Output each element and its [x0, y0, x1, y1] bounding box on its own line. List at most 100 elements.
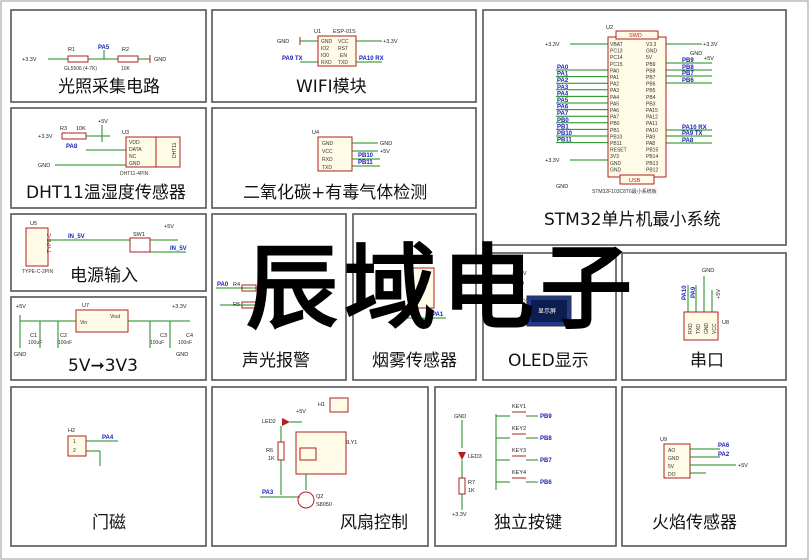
- stm32-vcc-label: +3.3V: [545, 42, 560, 48]
- stm32-left-net: PB1: [557, 124, 569, 130]
- key-label: KEY3: [512, 448, 526, 454]
- key-label: KEY2: [512, 426, 526, 432]
- stm32-left-net: PA1: [557, 72, 569, 78]
- stm32-left-pin: PC13: [610, 49, 623, 55]
- fan-pa3-net: PA3: [262, 490, 274, 496]
- power-u5-label: U5: [30, 221, 37, 227]
- uart-pa10-net: PA10: [682, 285, 688, 300]
- stm32-left-pin: 3V3: [610, 154, 619, 160]
- ldo-gnd-label: GND: [14, 352, 26, 358]
- stm32-right-pin: PA15: [646, 108, 658, 114]
- panel-co2-title: 二氧化碳+有毒气体检测: [243, 183, 427, 203]
- ldo-c2-label: C2: [60, 333, 67, 339]
- svg-text:DO: DO: [668, 472, 676, 478]
- stm32-swd-label: SWD: [629, 33, 642, 39]
- svg-text:TXD: TXD: [696, 324, 702, 334]
- power-part-label: TYPE-C-2PIN: [22, 269, 54, 275]
- ldo-c1-label: C1: [30, 333, 37, 339]
- panel-keys-title: 独立按键: [494, 513, 562, 533]
- dht-body-label: DHT11: [172, 142, 178, 158]
- stm32-left-pin: PB1: [610, 128, 620, 134]
- stm32-left-pin: PC14: [610, 55, 623, 61]
- fan-h1-label: H1: [318, 402, 325, 408]
- light-vcc-label: +3.3V: [22, 57, 37, 63]
- stm32-left-pin: PA0: [610, 68, 619, 74]
- power-5v-label: +5V: [164, 224, 174, 230]
- smoke-circuit: 2D PA1: [400, 267, 446, 319]
- svg-text:IO2: IO2: [321, 46, 329, 52]
- uart-u8-label: U8: [722, 320, 729, 326]
- panel-light-frame: [10, 9, 207, 103]
- light-gl-label: GL5506 (4-7K): [64, 66, 97, 72]
- key-label: KEY4: [512, 470, 526, 476]
- stm32-left-net: PB11: [557, 138, 572, 144]
- keys-r7-value: 1K: [468, 488, 475, 494]
- panel-wifi-title: WIFI模块: [296, 77, 367, 97]
- fan-led-icon: [282, 418, 290, 426]
- stm32-right-net: PB7: [682, 71, 694, 77]
- stm32-left-pin: PA2: [610, 82, 619, 88]
- stm32-right-pin: PB15: [646, 148, 658, 154]
- light-r2-label: R2: [122, 47, 129, 53]
- fan-transistor-icon: [297, 491, 315, 509]
- dht-r3-label: R3: [60, 126, 67, 132]
- stm32-right-pin: PB14: [646, 154, 658, 160]
- stm32-right-pin: PA11: [646, 121, 658, 127]
- stm32-left-net: PB10: [557, 131, 573, 137]
- fan-r6-value: 1K: [268, 456, 275, 462]
- panel-power-title: 电源输入: [70, 266, 138, 286]
- stm32-right-pin: PB3: [646, 101, 656, 107]
- stm32-right-net: PA10 RX: [682, 125, 707, 131]
- co2-5v-label: +5V: [380, 149, 390, 155]
- dht-vcc-label: +3.3V: [38, 134, 53, 140]
- dht-part-label: DHT11-4PIN: [120, 171, 149, 177]
- key-net: PB7: [540, 458, 552, 464]
- stm32-right-pin: PB8: [646, 68, 656, 74]
- stm32-vcc-low-label: +3.3V: [545, 158, 560, 164]
- stm32-left-pin: RESET: [610, 148, 627, 154]
- stm32-right-pin: PB9: [646, 62, 656, 68]
- key-net: PB6: [540, 480, 552, 486]
- power-circuit: U5 TYPE-C TYPE-C-2PIN IN_5V SW1 +5V IN_5…: [22, 221, 187, 275]
- stm32-right-pin: PA9: [646, 134, 655, 140]
- stm32-right-pin: V3.3: [646, 42, 657, 48]
- stm32-part-label: STM32F103C8T6最小系统板: [592, 188, 657, 195]
- stm32-right-pin: PB6: [646, 82, 656, 88]
- dht-5v-label: +5V: [98, 119, 108, 125]
- stm32-right-pin: PA8: [646, 141, 655, 147]
- panel-dht-title: DHT11温湿度传感器: [26, 183, 186, 203]
- dht-r3-value: 10K: [76, 126, 86, 132]
- light-r2-value: 10K: [121, 66, 131, 72]
- svg-text:GND: GND: [321, 39, 333, 45]
- keys-led-icon: [458, 452, 466, 460]
- stm32-left-pin: PA3: [610, 88, 619, 94]
- ldo-c3-value: 100uF: [150, 340, 164, 346]
- fan-q2-label: Q2: [316, 494, 323, 500]
- stm32-right-pin: PB12: [646, 167, 658, 173]
- stm32-left-net: PA6: [557, 105, 569, 111]
- oled-part-label: OLED1: [512, 299, 529, 305]
- panel-fan-title: 风扇控制: [340, 513, 408, 533]
- panel-door-title: 门磁: [92, 513, 126, 533]
- oled-gnd-label: GND: [512, 281, 524, 287]
- svg-text:RXD: RXD: [322, 157, 333, 163]
- panel-door-frame: [10, 386, 207, 547]
- buzzer-r4-label: R4: [233, 282, 240, 288]
- panel-keys-frame: [434, 386, 617, 547]
- stm32-gnd-low-label: GND: [556, 184, 568, 190]
- stm32-left-net: PA5: [557, 98, 569, 104]
- co2-pb10-net: PB10: [358, 153, 374, 159]
- svg-text:DATA: DATA: [129, 147, 142, 153]
- panel-wifi-frame: [211, 9, 477, 103]
- panel-power-frame: [10, 213, 207, 292]
- oled-circuit: +3.3V GND OLED1 显示屏: [512, 271, 572, 327]
- keys-circuit: GND LED3 R7 1K +3.3V KEY1PB9KEY2PB8KEY3P…: [452, 404, 552, 518]
- svg-text:VCC: VCC: [712, 323, 718, 334]
- ldo-c1-value: 100uF: [28, 340, 42, 346]
- buzzer-circuit: PA0 R4 R5: [216, 282, 260, 309]
- stm32-vcc-right-label: +3.3V: [703, 42, 718, 48]
- fan-q2-value: S8050: [316, 502, 332, 508]
